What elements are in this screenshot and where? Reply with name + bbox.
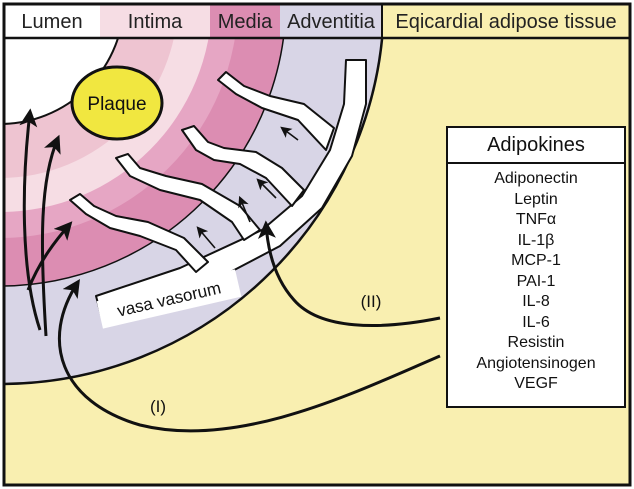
flow-arrow <box>256 178 277 199</box>
adipokine-item: Resistin <box>507 334 565 351</box>
pathway-1-arrow <box>57 278 441 433</box>
flow-arrow <box>196 226 216 249</box>
header-media: Media <box>218 11 273 33</box>
adipokine-item: Adiponectin <box>494 170 578 187</box>
pathway-2-label: (II) <box>361 292 382 311</box>
adipokine-item: TNFα <box>515 211 557 228</box>
adipokines-box: Adipokines Adiponectin Leptin TNFα IL-1β… <box>446 126 626 408</box>
layer-header: Lumen Intima Media Adventitia Eqicardial… <box>4 4 630 40</box>
plaque-label: Plaque <box>87 94 146 115</box>
lumen <box>4 38 120 125</box>
header-lumen-cell <box>4 4 100 38</box>
header-adventitia-cell <box>280 4 382 38</box>
flow-arrow <box>238 195 251 223</box>
adipokines-list: Adiponectin Leptin TNFα IL-1β MCP-1 PAI-… <box>448 164 624 395</box>
vasa-vasorum-branch-3 <box>217 71 335 151</box>
adipokine-item: IL-6 <box>522 313 550 331</box>
vasa-vasorum-branch-2 <box>181 125 305 207</box>
pathway-2-arrow <box>257 220 441 327</box>
adipokine-item: Angiotensinogen <box>476 354 596 372</box>
adipokine-item: VEGF <box>514 375 558 392</box>
header-intima-cell <box>100 4 210 38</box>
vasa-vasorum-flow-arrows <box>196 126 299 249</box>
adipokine-item: IL-8 <box>522 293 550 310</box>
header-intima: Intima <box>128 11 183 33</box>
header-media-cell <box>210 4 280 38</box>
flow-arrow <box>280 126 299 141</box>
adipokine-item: Leptin <box>514 190 558 208</box>
header-epicardial: Eqicardial adipose tissue <box>395 11 616 33</box>
header-adventitia: Adventitia <box>287 11 376 33</box>
arrow-to-intima <box>26 221 73 291</box>
plaque <box>70 65 164 141</box>
adipokines-title: Adipokines <box>448 128 624 164</box>
header-lumen: Lumen <box>21 11 82 33</box>
vasa-vasorum-label-box <box>96 269 242 329</box>
adipokine-item: MCP-1 <box>511 252 561 269</box>
arrow-to-plaque <box>40 134 61 337</box>
inward-arrows <box>19 108 73 337</box>
adipokine-item: IL-1β <box>517 231 555 249</box>
adipokine-item: PAI-1 <box>516 272 556 290</box>
arrow-to-lumen <box>19 108 42 331</box>
pathway-1-label: (I) <box>150 397 166 416</box>
vasa-vasorum-branch-4 <box>69 193 209 273</box>
header-epicardial-cell <box>382 4 630 38</box>
